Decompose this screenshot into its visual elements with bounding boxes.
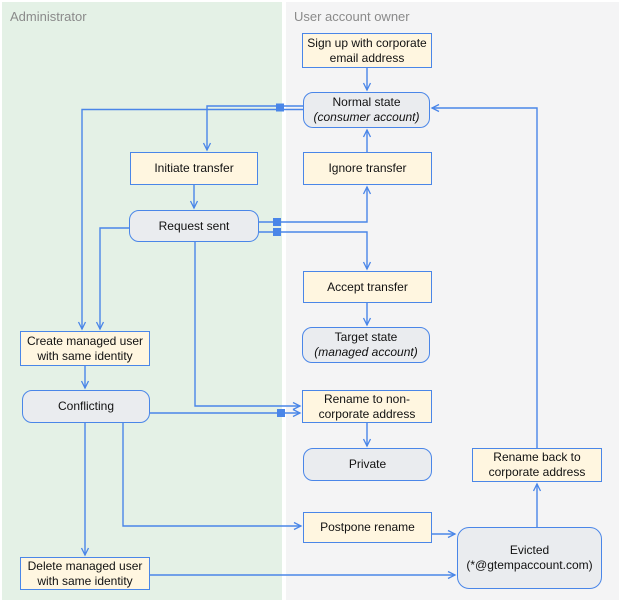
node-sign-up-with-corporate-email: Sign up with corporate email address: [302, 33, 432, 68]
node-label: with same identity: [37, 573, 133, 588]
node-conflicting: Conflicting: [22, 390, 150, 423]
node-delete-managed-user: Delete managed user with same identity: [20, 557, 150, 590]
node-sublabel: (managed account): [314, 345, 418, 359]
node-accept-transfer: Accept transfer: [303, 271, 432, 303]
node-sublabel: (consumer account): [313, 110, 420, 124]
node-normal-state: Normal state (consumer account): [303, 92, 430, 128]
node-rename-to-non-corporate: Rename to non- corporate address: [302, 390, 432, 423]
node-initiate-transfer: Initiate transfer: [130, 152, 258, 185]
lane-user-account-owner-title: User account owner: [294, 9, 410, 24]
lane-administrator-title: Administrator: [10, 9, 87, 24]
node-evicted: Evicted (*@gtempaccount.com): [457, 527, 602, 589]
node-private: Private: [303, 448, 432, 481]
node-sublabel: (*@gtempaccount.com): [466, 558, 593, 572]
node-label: Create managed user: [26, 333, 144, 348]
node-label: corporate address: [488, 465, 586, 479]
lane-administrator: Administrator: [2, 2, 282, 600]
node-label: Delete managed user: [27, 558, 143, 573]
node-label: Request sent: [158, 218, 230, 233]
node-label: Normal state: [332, 95, 401, 109]
node-create-managed-user: Create managed user with same identity: [20, 331, 150, 366]
node-label: corporate address: [318, 406, 416, 421]
node-label: Postpone rename: [320, 520, 415, 534]
node-label: Evicted: [509, 543, 550, 557]
node-label: Accept transfer: [327, 279, 408, 294]
node-label: email address: [329, 50, 405, 65]
node-label: Sign up with corporate: [307, 35, 427, 50]
node-label: Rename back to: [493, 450, 581, 464]
node-label: Initiate transfer: [154, 161, 234, 175]
node-ignore-transfer: Ignore transfer: [303, 152, 432, 185]
node-postpone-rename: Postpone rename: [303, 512, 432, 543]
node-label: Target state: [334, 330, 398, 344]
node-label: Conflicting: [57, 399, 115, 413]
node-label: Private: [348, 457, 387, 471]
node-rename-back-to-corporate: Rename back to corporate address: [472, 448, 602, 482]
node-label: Rename to non-: [323, 391, 411, 406]
node-label: with same identity: [37, 348, 133, 363]
node-target-state: Target state (managed account): [302, 327, 430, 363]
node-label: Ignore transfer: [328, 161, 407, 175]
node-request-sent: Request sent: [129, 210, 259, 242]
